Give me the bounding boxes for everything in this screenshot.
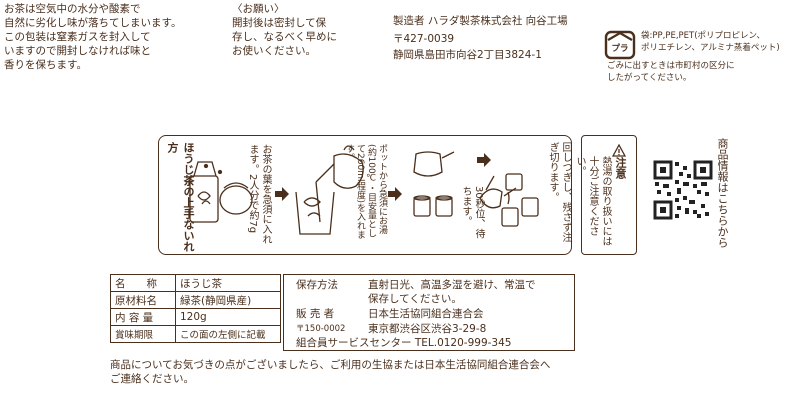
manufacturer: 製造者 ハラダ製茶株式会社 向谷工場 (393, 15, 568, 27)
seller-postal: 〒150-0002 (296, 324, 346, 334)
row-label: 内 容 量 (110, 308, 176, 326)
caution-title: 注意 (614, 157, 627, 179)
table-row: 名 称 ほうじ茶 (110, 274, 281, 292)
bag-materials: 袋:PP,PE,PET(ポリプロピレン、 ポリエチレン、アルミナ蒸着ペット) (641, 31, 780, 53)
disposal-note: ごみに出すときは市町村の区分に したがってください。 (607, 61, 735, 83)
row-label: 原材料名 (110, 291, 176, 309)
recycle-mark-text: プラ (611, 43, 628, 54)
table-row: 内 容 量 120g (110, 308, 281, 326)
warning-icon (611, 142, 627, 161)
row-label: 名 称 (110, 274, 176, 292)
freshness-notice: お茶は空気中の水分や酸素で 自然に劣化し味が落ちてしまいます。 この包装は窒素ガ… (4, 3, 182, 71)
manufacturer-address: 静岡県島田市向谷2丁目3824-1 (393, 49, 542, 61)
row-value: この面の左側に記載 (175, 325, 281, 343)
step1-illustration (184, 148, 256, 240)
arrow-right-icon (477, 152, 491, 171)
request-text: 開封後は密封して保 存し、なるべく早めに お使いください。 (232, 17, 337, 57)
caution-box (581, 135, 637, 255)
step1-text: お茶の葉を急須に入れます。2人分で約7g (247, 144, 271, 244)
step2-illustration (290, 142, 370, 242)
step2-text: ポットから急須にお湯(約100℃・目安量として260ml程度)を入れます。 (344, 144, 387, 239)
table-row: 原材料名 緑茶(静岡県産) (110, 291, 281, 309)
qr-code[interactable] (653, 160, 713, 220)
row-value: 緑茶(静岡県産) (175, 291, 281, 309)
step3-text: 30秒位、待ちます。 (460, 186, 484, 239)
request-title: 〈お願い〉 (232, 3, 285, 15)
storage-value: 直射日光、高温多湿を避け、常温で 保存してください。 (368, 279, 536, 305)
caution-text: 熱湯の取り扱いには十分ご注意ください。 (574, 156, 611, 246)
storage-seller-box (283, 274, 575, 351)
brewing-title: ほうじ茶の上手ないれ方 (166, 142, 195, 252)
arrow-right-icon (388, 186, 402, 205)
row-value: 120g (175, 308, 281, 326)
qr-label: 商品情報はこちらから (716, 138, 729, 248)
step3-illustration (408, 148, 460, 236)
brewing-instructions-box (158, 135, 572, 255)
plastic-recycle-icon: プラ (604, 30, 636, 60)
seller-name: 日本生活協同組合連合会 (368, 308, 484, 320)
row-label: 賞味期限 (110, 325, 176, 343)
step4-illustration (474, 168, 544, 240)
arrow-right-icon (275, 186, 289, 205)
manufacturer-postal: 〒427-0039 (393, 33, 455, 45)
step4-text: 回しつぎし、残さず注ぎ切ります。 (547, 142, 571, 242)
seller-address: 東京都渋谷区渋谷3-29-8 (368, 323, 487, 335)
row-value: ほうじ茶 (175, 274, 281, 292)
product-info-table: 名 称 ほうじ茶 原材料名 緑茶(静岡県産) 内 容 量 120g 賞味期限 こ… (110, 274, 281, 343)
seller-label: 販 売 者 (296, 308, 335, 320)
storage-label: 保存方法 (296, 279, 338, 291)
table-row: 賞味期限 この面の左側に記載 (110, 325, 281, 343)
service-center: 組合員サービスセンター TEL.0120-999-345 (296, 337, 512, 349)
footer-notice: 商品についてお気づきの点がございましたら、ご利用の生協または日本生活協同組合連合… (110, 359, 551, 385)
